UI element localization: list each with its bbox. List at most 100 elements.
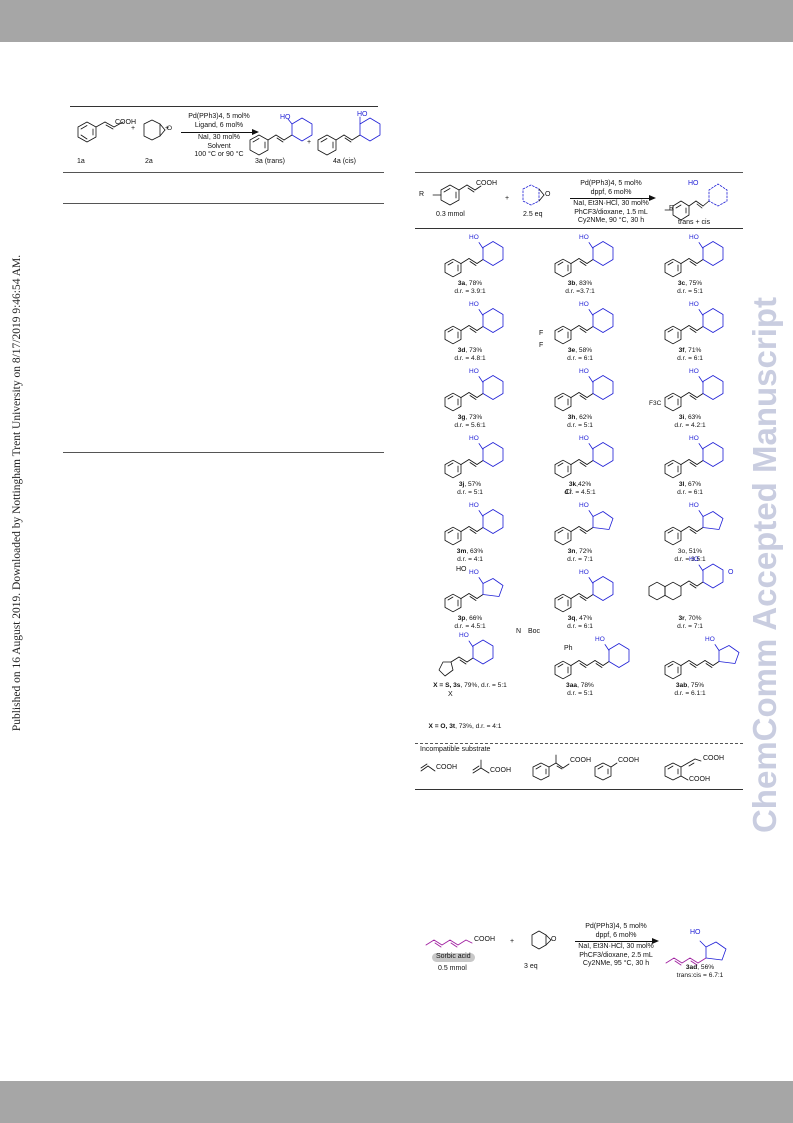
product-caption: 3e, 58%d.r. = 6:1 <box>567 347 593 363</box>
cooh-label: COOH <box>474 936 495 943</box>
sorbic-acid-structures <box>425 930 727 966</box>
product-caption: 3b, 83%d.r. =3.7:1 <box>565 280 595 296</box>
product-structure-4 <box>444 308 504 345</box>
condition-solvent: PhCF3/dioxane, 2.5 mL <box>579 951 653 959</box>
ho-label: HO <box>469 233 479 241</box>
product-caption: 3l, 67%d.r. = 6:1 <box>677 481 703 497</box>
product-caption: 3aa, 78%d.r. = 5:1 <box>566 682 594 698</box>
condition-solvent: PhCF3/dioxane, 1.5 mL <box>574 208 648 216</box>
plus-sign: + <box>510 938 515 945</box>
ho-label-trans: HO <box>280 114 291 121</box>
accepted-manuscript-watermark: ChemComm Accepted Manuscript <box>746 296 783 834</box>
epoxide-o: O <box>167 125 173 132</box>
incompatible-title: Incompatible substrate <box>420 746 491 753</box>
ho-label: HO <box>579 434 589 442</box>
product-structure-1 <box>444 241 504 278</box>
product-structure-14 <box>554 510 614 546</box>
product-caption: 3ab, 75%d.r. = 6.1:1 <box>674 682 706 698</box>
table-rule <box>63 172 384 173</box>
condition-ligand: dppf, 6 mol% <box>595 931 637 939</box>
ho-label: HO <box>595 635 605 643</box>
scheme2-rule <box>415 228 743 229</box>
epoxide-o: O <box>551 936 557 943</box>
product-structure-13 <box>444 509 504 546</box>
product-structure-8 <box>554 375 614 412</box>
plus-sign-1: + <box>131 125 136 132</box>
f3c-label: F3C <box>649 400 662 407</box>
ho-label: HO <box>579 501 589 509</box>
condition-solvent: Solvent <box>207 142 231 150</box>
condition-temperature: 100 °C or 90 °C <box>194 151 244 158</box>
product-caption: 3q, 47%d.r. = 6:1 <box>567 615 593 631</box>
product-caption: 3k,42%d.r. = 4.5:1 <box>564 481 596 497</box>
ho-label: HO <box>689 434 699 442</box>
reaction-arrow <box>570 195 656 201</box>
boc-label: Boc <box>528 628 541 635</box>
ho-label: HO <box>689 367 699 375</box>
product-structure-20 <box>554 643 630 680</box>
ho-label: HO <box>705 635 715 643</box>
incompatible-divider <box>415 743 743 744</box>
cl-label: Cl <box>565 489 572 496</box>
ho-label: HO <box>469 367 479 375</box>
condition-catalyst: Pd(PPh3)4, 5 mol% <box>580 180 642 187</box>
product-structure-7 <box>444 375 504 412</box>
product-caption: 3c, 75%d.r. = 5:1 <box>677 280 703 296</box>
scheme2-conditions: Pd(PPh3)4, 5 mol% dppf, 6 mol% <box>568 180 654 197</box>
scheme3-conditions: Pd(PPh3)4, 5 mol% dppf, 6 mol% <box>573 923 659 940</box>
ho-label: HO <box>459 632 469 639</box>
product-caption: 3h, 62%d.r. = 5:1 <box>567 414 593 430</box>
product-structure-9 <box>664 375 724 412</box>
product-structure-21 <box>664 644 740 680</box>
ho-label: HO <box>579 300 589 308</box>
product-structure-12 <box>664 442 724 479</box>
product-caption: 3a, 78%d.r. = 3.9:1 <box>454 280 486 296</box>
scheme1-conditions-below: NaI, 30 mol% Solvent 100 °C or 90 °C <box>178 134 260 160</box>
ho-label: HO <box>579 367 589 375</box>
ho-label: HO <box>689 233 699 241</box>
product-structure-3 <box>664 241 724 278</box>
cooh-label: COOH <box>115 119 136 126</box>
incompatible-cooh-3: COOH <box>570 757 591 764</box>
ph-label: Ph <box>564 645 573 652</box>
condition-catalyst: Pd(PPh3)4, 5 mol% <box>188 113 250 120</box>
scheme2-conditions-below: NaI, Et3N·HCl, 30 mol% PhCF3/dioxane, 1.… <box>565 200 657 226</box>
condition-base-temp: Cy2NMe, 95 °C, 30 h <box>582 960 650 967</box>
product-caption: 3f, 71%d.r. = 6:1 <box>677 347 703 363</box>
product-caption: 3g, 73%d.r. = 5.6:1 <box>454 414 486 430</box>
incompatible-structures <box>420 754 702 781</box>
product-caption: 3m, 63%d.r. = 4:1 <box>456 548 484 564</box>
table-top-rule <box>70 106 378 107</box>
scheme2-bottom-rule <box>415 789 743 790</box>
label-2a: 2a <box>145 158 153 165</box>
scheme3-conditions-below: NaI, Et3N·HCl, 30 mol% PhCF3/dioxane, 2.… <box>570 943 662 969</box>
trans-cis-note: trans + cis <box>678 219 711 226</box>
product-caption: X = S, 3s, 79%, d.r. = 5:1 <box>433 682 507 689</box>
product-caption: 3r, 70%d.r. = 7:1 <box>677 615 703 631</box>
condition-base-temp: Cy2NMe, 90 °C, 30 h <box>577 217 645 224</box>
caption-3ad: 3ad, 56% trans:cis = 6.7:1 <box>676 964 724 980</box>
product-caption: 3o, 51%d.r. = 3.5:1 <box>674 548 706 564</box>
ho-label: HO <box>689 556 699 563</box>
scheme1-conditions: Pd(PPh3)4, 5 mol% Ligand, 6 mol% <box>178 113 260 130</box>
scope-general-reaction <box>432 183 728 221</box>
ho-label: HO <box>469 568 479 576</box>
incompatible-cooh-6: COOH <box>689 776 710 783</box>
plus-sign: + <box>505 195 510 202</box>
product-structure-2 <box>554 241 614 278</box>
product-caption: 3i, 63%d.r. = 4.2:1 <box>674 414 706 430</box>
reaction-arrow <box>181 129 259 135</box>
product-structure-17 <box>554 576 614 613</box>
f-label-1: F <box>539 330 544 337</box>
product-structure-19 <box>438 639 494 677</box>
product-caption: 3n, 72%d.r. = 7:1 <box>567 548 593 564</box>
product-structure-18 <box>648 563 724 601</box>
ho-label: HO <box>469 501 479 509</box>
n-label: N <box>516 628 522 635</box>
label-3a-trans: 3a (trans) <box>255 158 285 165</box>
label-1a: 1a <box>77 158 85 165</box>
reactant-amount: 0.5 mmol <box>438 965 467 972</box>
x-label: X <box>448 691 453 698</box>
condition-additive: NaI, 30 mol% <box>197 134 241 141</box>
ho-label: HO <box>690 929 701 936</box>
